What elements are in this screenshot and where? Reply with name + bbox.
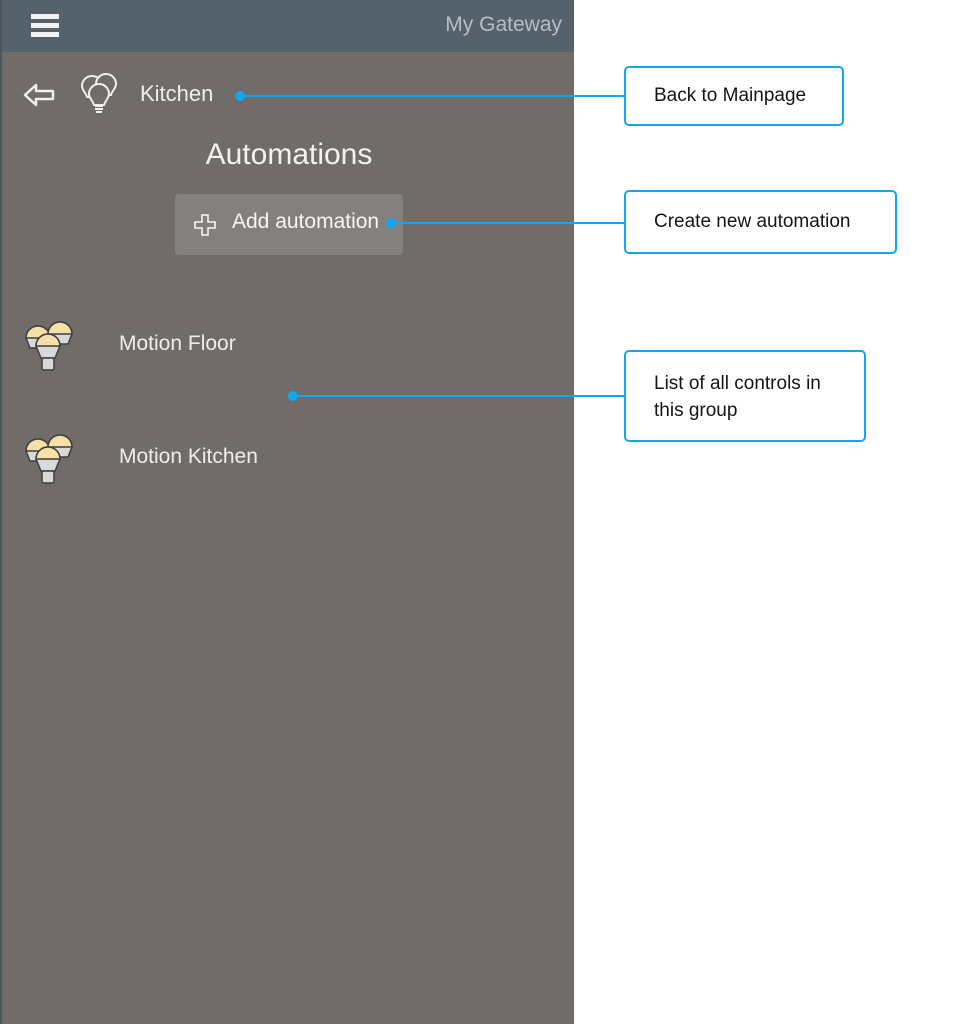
annotation-create: Create new automation [624, 190, 897, 254]
app-title: My Gateway [445, 13, 562, 36]
group-name[interactable]: Kitchen [140, 81, 214, 106]
automation-item[interactable]: Motion Kitchen [2, 427, 576, 497]
app-panel: My Gateway Kitchen Automations Add autom… [0, 0, 574, 1024]
annotation-connector [240, 95, 626, 97]
add-automation-label: Add automation [232, 210, 380, 233]
arrow-left-icon[interactable] [22, 82, 56, 108]
add-automation-button[interactable]: Add automation [175, 194, 403, 255]
bulb-group-icon [25, 321, 73, 371]
hamburger-icon[interactable] [31, 14, 59, 38]
annotation-back: Back to Mainpage [624, 66, 844, 126]
annotation-connector [391, 222, 626, 224]
bulb-group-icon [25, 434, 73, 484]
plus-icon [194, 214, 216, 236]
bulb-group-outline-icon [80, 73, 118, 113]
automation-name: Motion Floor [119, 332, 236, 355]
page-title: Automations [205, 138, 373, 171]
annotation-list: List of all controls in this group [624, 350, 866, 442]
annotation-connector [293, 395, 626, 397]
automation-item[interactable]: Motion Floor [2, 314, 576, 384]
breadcrumb: Kitchen [2, 70, 574, 118]
top-bar: My Gateway [2, 0, 574, 52]
automation-name: Motion Kitchen [119, 445, 258, 468]
